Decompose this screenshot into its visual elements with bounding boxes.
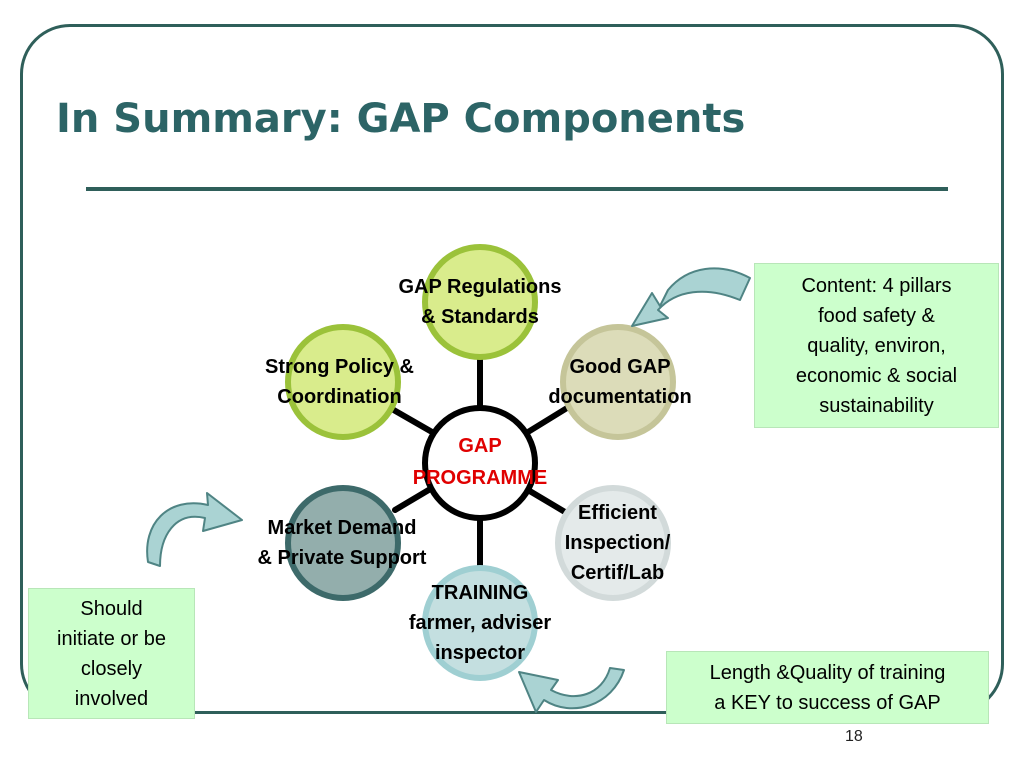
- node-policy: [285, 324, 401, 440]
- node-label-training: TRAINING farmer, adviser inspector: [408, 582, 552, 664]
- node-label-regulations: GAP Regulations & Standards: [398, 276, 562, 328]
- page-number: 18: [845, 728, 863, 745]
- curved-arrow-icon: [631, 267, 751, 327]
- slide-title: In Summary: GAP Components: [56, 96, 746, 142]
- curved-arrow-icon: [146, 492, 243, 567]
- spoke-market: [392, 485, 435, 513]
- node-label-policy: Strong Policy & Coordination: [265, 356, 414, 408]
- slide-frame: [20, 24, 1004, 714]
- spoke-inspection: [525, 487, 568, 515]
- node-label-documentation: Good GAP documentation: [548, 356, 692, 408]
- node-training: [422, 565, 538, 681]
- node-inspection: [555, 485, 671, 601]
- note-training-key: Length &Quality of training a KEY to suc…: [666, 651, 989, 724]
- hub-label: GAP PROGRAMME: [412, 435, 548, 489]
- node-market: [285, 485, 401, 601]
- note-content-pillars: Content: 4 pillars food safety & quality…: [754, 263, 999, 428]
- node-label-inspection: Efficient Inspection/ Certif/Lab: [564, 502, 671, 584]
- hub-circle: [422, 405, 538, 521]
- note-should-initiate: Should initiate or be closely involved: [28, 588, 195, 719]
- title-underline: [86, 187, 948, 191]
- node-regulations: [422, 244, 538, 360]
- node-documentation: [560, 324, 676, 440]
- curved-arrow-icon: [518, 667, 625, 713]
- node-label-market: Market Demand & Private Support: [257, 517, 427, 569]
